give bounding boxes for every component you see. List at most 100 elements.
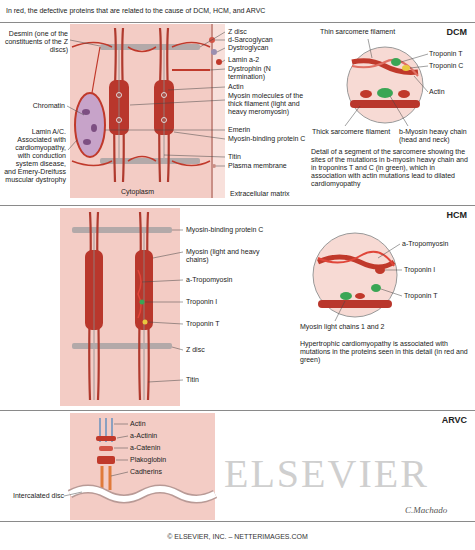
leader-lines-part [164,155,225,157]
annotation-label: a-Tropomyosin [402,240,470,248]
leader-lines-part [168,87,225,90]
figure-title: In red, the defective proteins that are … [6,7,466,15]
leader-lines-part [401,54,428,62]
hcm-detail-circle-part [313,233,397,317]
hcm-panel: HCM [0,205,475,410]
detail-note: Detail of a segment of the sarcomere sho… [311,148,471,188]
annotation-label: Thick sarcomere filament [312,128,397,136]
dcm-detail-circle-part [347,47,423,123]
leader-lines-part [174,132,225,139]
leader-lines-part [142,280,183,282]
leader-lines-part [378,244,400,258]
leader-lines-part [410,66,428,68]
hcm-illustration-part [143,320,148,325]
leader-lines-part [153,252,183,258]
annotation-label: Actin [228,83,306,91]
annotation-label: Actin [130,420,210,428]
leader-lines-part [368,39,372,58]
annotation-label: Dystroglycan [228,44,306,52]
arvc-illustration-part [102,466,110,490]
annotation-label: Cytoplasm [120,188,155,196]
leader-lines-part [114,424,128,425]
dcm-illustration-part [83,139,91,145]
leader-lines-part [148,322,183,324]
dcm-detail-circle-part [402,65,410,71]
artist-signature: C.Machado [405,505,447,515]
hcm-illustration-part [138,270,141,318]
arvc-illustration-part [70,413,215,520]
annotation-label: Extracellular matrix [230,190,310,198]
dcm-illustration-part [117,93,122,98]
hcm-detail-circle-part [355,293,365,299]
dcm-illustration-part [117,118,122,123]
dcm-illustration-part [216,59,222,65]
annotation-label: b-Myosin heavy chain (head and neck) [399,128,471,144]
annotation-label: a-Catenin [130,444,210,452]
annotation-label: Desmin (one of the constituents of the Z… [4,30,68,54]
annotation-label: Cadherins [130,468,210,476]
arvc-illustration-part [96,436,116,441]
annotation-label: Troponin T [429,50,471,58]
leader-lines-part [200,32,225,47]
annotation-label: Lamin a-2 [228,56,306,64]
annotation-label: Myosin-binding protein C [228,135,306,143]
hcm-detail-circle-part [340,292,352,300]
leader-lines-part [390,96,408,126]
dcm-detail-circle-part [360,90,372,98]
annotation-label: Myosin light chains 1 and 2 [300,323,420,331]
leader-lines-part [145,302,183,303]
annotation-label: Troponin I [186,298,281,306]
dcm-illustration-part [72,43,210,52]
dcm-detail-circle-part [391,58,401,66]
leader-lines-part [172,230,183,231]
hcm-detail-circle-part [318,300,392,308]
dcm-illustration-part [211,49,217,55]
leader-lines-part [345,106,360,126]
annotation-label: Plakoglobin [130,456,210,464]
arvc-illustration-part [70,489,215,499]
annotation-label: Z disc [228,28,306,36]
leader-lines-part [64,492,82,496]
dcm-illustration-part [119,50,164,158]
annotation-label: Emerin [228,126,306,134]
leader-lines-part [385,270,402,271]
annotation-label: Z disc [186,346,281,354]
leader-lines-part [70,40,100,46]
hcm-illustration [60,208,180,406]
leader-lines-part [217,48,225,52]
arvc-illustration-part [99,446,113,451]
dcm-illustration [70,24,225,198]
leader-lines-part [172,347,183,350]
dcm-detail-circle [347,47,423,123]
leader-lines-part [114,448,128,449]
dcm-detail-circle-part [350,100,420,108]
detail-note: Hypertrophic cardiomyopathy is associate… [300,340,468,364]
hcm-detail-circle-part [375,266,385,274]
leader-lines-part [67,106,84,115]
leader-lines-part [215,40,225,41]
leader-lines-part [210,69,225,70]
annotation-label: Actin [429,88,471,96]
leader-lines-part [116,460,128,461]
dcm-illustration-part [162,93,167,98]
leader-lines-part [105,130,225,131]
hcm-illustration-part [60,208,180,406]
arvc-illustration-part [70,489,215,499]
arvc-illustration-part [97,456,115,464]
annotation-label: Titin [186,376,281,384]
leader-lines-part [414,76,428,92]
annotation-label: Plasma membrane [228,162,306,170]
dcm-detail-circle-part [377,88,393,98]
dcm-illustration-part [70,24,225,198]
leader-lines-part [68,140,77,150]
copyright-caption: © ELSEVIER, INC. – NETTERIMAGES.COM [0,533,475,541]
hcm-illustration-part [72,343,172,349]
hcm-detail-circle-part [371,284,381,292]
annotation-label: Intercalated disc [6,492,64,500]
annotation-label: d-Sarcoglycan [228,36,306,44]
watermark: ELSEVIER [224,452,429,496]
leader-lines-part [130,100,225,105]
hcm-illustration-part [140,300,145,305]
dcm-illustration-part [162,118,167,123]
annotation-label: Troponin I [404,266,470,274]
